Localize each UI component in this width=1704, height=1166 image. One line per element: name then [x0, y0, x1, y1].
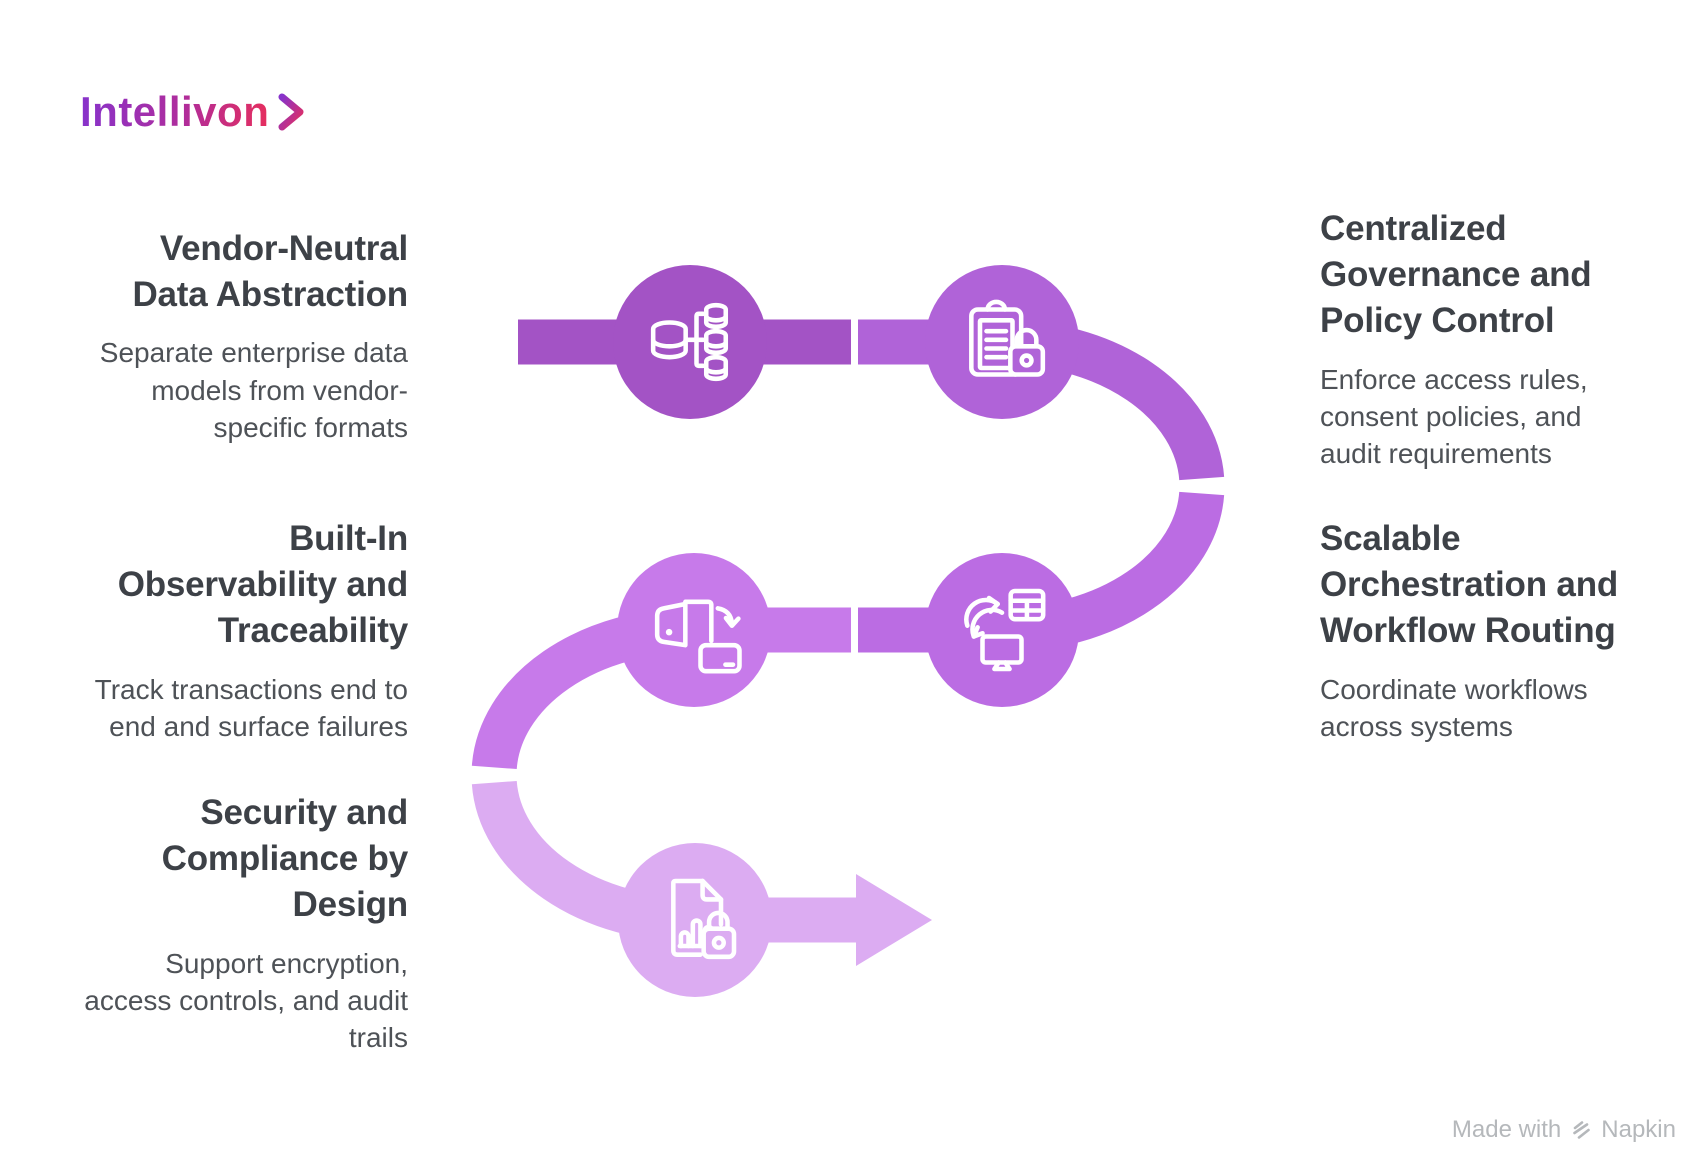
step-2-description: Enforce access rules, consent policies, … [1320, 363, 1588, 470]
made-with-text: Made with [1451, 1116, 1562, 1143]
step-4-title: Built-In Observability and Traceability [117, 519, 409, 651]
step-1-title: Vendor-Neutral Data Abstraction [132, 229, 408, 315]
made-with-napkin: Made with Napkin [1452, 1116, 1676, 1144]
step-4-node [617, 553, 771, 707]
clipboard-lock-icon [969, 299, 1046, 377]
napkin-logo-icon [1573, 1121, 1591, 1139]
system-sync-icon [964, 588, 1046, 672]
step-3-title: Scalable Orchestration and Workflow Rout… [1320, 519, 1619, 651]
napkin-brand-text: Napkin [1601, 1116, 1676, 1143]
step-1-description: Separate enterprise data models from ven… [99, 337, 408, 443]
step-3-node [925, 553, 1079, 707]
brand-logo-text: Intellivon [80, 88, 270, 135]
step-5-text: Security and Compliance by Design Suppor… [68, 790, 408, 1056]
step-1-text: Vendor-Neutral Data Abstraction Separate… [68, 226, 408, 446]
database-branch-icon [650, 302, 729, 382]
brand-chevron-icon [278, 93, 304, 131]
step-5-description: Support encryption, access controls, and… [84, 947, 408, 1054]
step-3-text: Scalable Orchestration and Workflow Rout… [1320, 516, 1660, 745]
brand-logo: Intellivon [80, 88, 309, 136]
step-3-description: Coordinate workflows across systems [1320, 673, 1588, 742]
step-2-text: Centralized Governance and Policy Contro… [1320, 206, 1660, 472]
step-4-description: Track transactions end to end and surfac… [94, 673, 408, 742]
wallet-card-transfer-icon [654, 599, 742, 674]
step-4-text: Built-In Observability and Traceability … [68, 516, 409, 745]
step-5-title: Security and Compliance by Design [161, 793, 409, 925]
document-chart-lock-icon [671, 878, 737, 960]
step-2-title: Centralized Governance and Policy Contro… [1320, 209, 1592, 341]
flow-arrowhead [856, 874, 932, 966]
